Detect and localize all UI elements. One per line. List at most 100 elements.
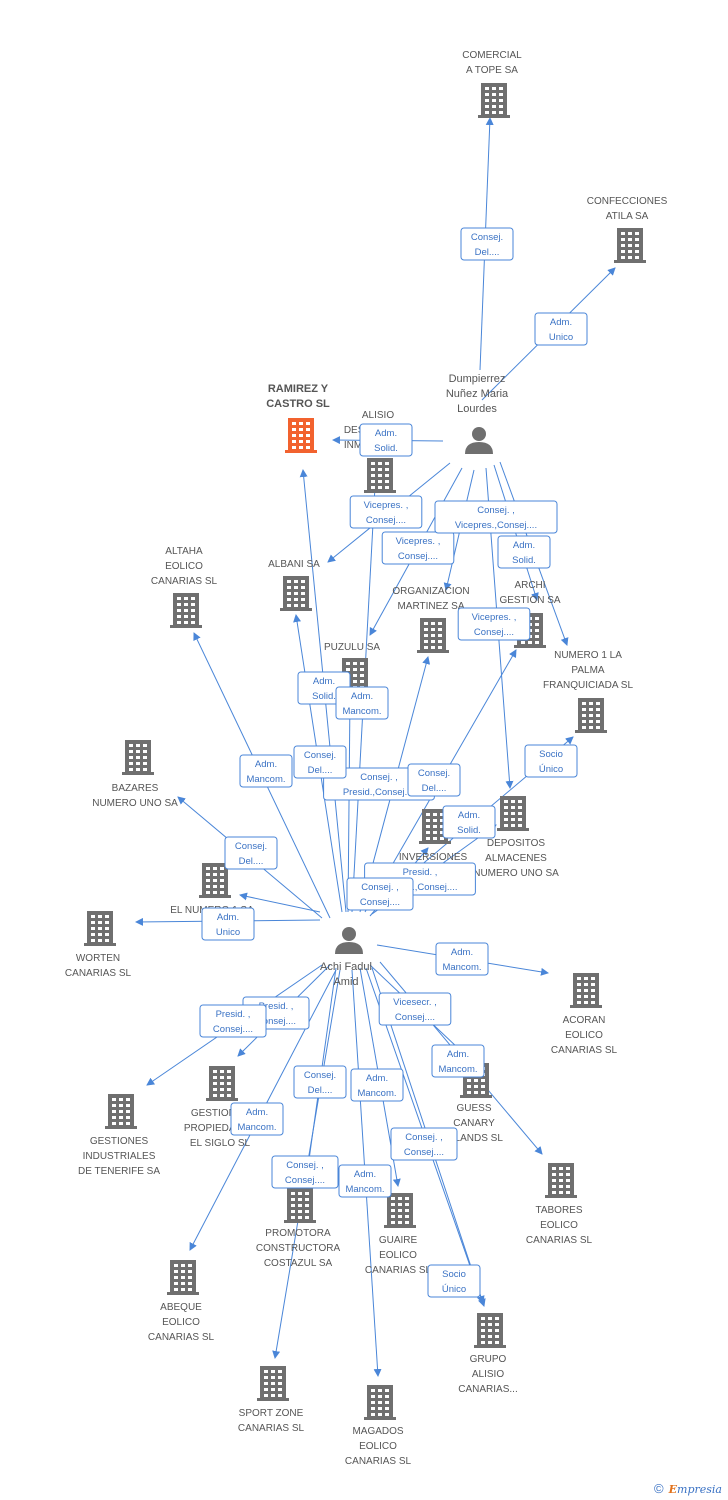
edge-label-line: Consej.... bbox=[360, 897, 400, 908]
edge-label-line: Adm. bbox=[550, 317, 572, 328]
edge-label-dumpierrez-depositos: Vicepres. , Consej.... bbox=[457, 607, 531, 641]
edge-label-line: Adm. bbox=[447, 1049, 469, 1060]
bazares-label-line: NUMERO UNO SA bbox=[92, 798, 178, 809]
edge-label-dumpierrez-organizacion: Consej. , Vicepres.,Consej.... bbox=[434, 500, 558, 534]
bazares-label-line: BAZARES bbox=[112, 783, 159, 794]
edge-label-achi-archi: Consej.Del.... bbox=[407, 763, 461, 797]
edge-label-line: Consej.... bbox=[395, 1012, 435, 1023]
edge-label-line: Presid.,Consej.... bbox=[343, 787, 415, 798]
edge-label-line: Del.... bbox=[308, 765, 333, 776]
guess-label-line: ISLANDS SL bbox=[445, 1133, 503, 1144]
edge-label-line: Adm. bbox=[513, 540, 535, 551]
tabores-label-line: CANARIAS SL bbox=[526, 1235, 593, 1246]
abeque-label-line: ABEQUE bbox=[160, 1302, 202, 1313]
building-icon bbox=[474, 1313, 506, 1348]
edge-achi-elnumero bbox=[239, 892, 321, 913]
edge-label-line: Consej. , bbox=[477, 505, 515, 516]
guaire-label-line: CANARIAS SL bbox=[365, 1265, 432, 1276]
person-icon bbox=[465, 427, 493, 454]
achi-label-line: Amid bbox=[333, 976, 358, 988]
edge-label-line: Mancom. bbox=[246, 774, 285, 785]
edge-label-line: Adm. bbox=[313, 676, 335, 687]
archi-label-line: GESTION SA bbox=[499, 595, 560, 606]
edge-label-achi-altaha: Adm. Mancom. bbox=[239, 754, 293, 788]
building-icon bbox=[280, 576, 312, 611]
edge-label-line: Vicepres. , bbox=[364, 500, 409, 511]
edge-label-line: Consej. bbox=[471, 232, 503, 243]
edge-label-line: Solid. bbox=[512, 555, 536, 566]
edge-label-line: Vicepres. , bbox=[472, 612, 517, 623]
organizacion-label-line: ORGANIZACION bbox=[392, 586, 469, 597]
guess-label-line: CANARY bbox=[453, 1118, 495, 1129]
edge-achi-puzulu bbox=[345, 694, 354, 913]
confecciones-label-line: ATILA SA bbox=[606, 211, 649, 222]
edge-label-line: Unico bbox=[216, 927, 240, 938]
comercial-label-line: COMERCIAL bbox=[462, 50, 522, 61]
edge-label-achi-acoran: Adm.Mancom. bbox=[435, 942, 489, 976]
building-icon bbox=[575, 698, 607, 733]
gestionesprop-label-line: GESTIONES bbox=[191, 1108, 250, 1119]
acoran-label-line: ACORAN bbox=[563, 1015, 606, 1026]
building-icon bbox=[364, 1385, 396, 1420]
gestionesind-label-line: INDUSTRIALES bbox=[83, 1151, 156, 1162]
edge-label-achi-puzulu: Adm.Mancom. bbox=[335, 686, 389, 720]
worten-label-line: WORTEN bbox=[76, 953, 120, 964]
guaire-label-line: GUAIRE bbox=[379, 1235, 418, 1246]
inversiones-label-line: INVERSIONES bbox=[399, 852, 468, 863]
edge-label-line: Del.... bbox=[308, 1085, 333, 1096]
comercial-label: COMERCIAL A TOPE SA bbox=[462, 50, 522, 76]
depositos-label-line: NUMERO UNO SA bbox=[473, 868, 559, 879]
edge-label-dumpierrez-albani: Vicepres. ,Consej.... bbox=[349, 495, 423, 529]
edge-label-line: Consej.... bbox=[213, 1024, 253, 1035]
acoran-label-line: CANARIAS SL bbox=[551, 1045, 618, 1056]
altaha-label-line: EOLICO bbox=[165, 561, 203, 572]
footer-brand: © Empresia bbox=[654, 1481, 722, 1496]
building-icon bbox=[570, 973, 602, 1008]
depositos-label-line: DEPOSITOS bbox=[487, 838, 545, 849]
edge-label-line: Único bbox=[539, 764, 563, 775]
guess-label-line: GUESS bbox=[456, 1103, 491, 1114]
grupo-label-line: CANARIAS... bbox=[458, 1384, 517, 1395]
edge-label-achi-organizacion: Consej.Del.... bbox=[293, 745, 347, 779]
edge-label-line: Consej.... bbox=[474, 627, 514, 638]
empresia-logo: Empresia bbox=[668, 1483, 722, 1496]
edge-label-achi-sportzone: Consej. ,Consej.... bbox=[271, 1155, 339, 1189]
comercial-label-line: A TOPE SA bbox=[466, 65, 518, 76]
building-icon bbox=[545, 1163, 577, 1198]
edge-label-line: Adm. bbox=[351, 691, 373, 702]
sportzone-label-line: CANARIAS SL bbox=[238, 1423, 305, 1434]
dumpierrez-label-line: Lourdes bbox=[457, 403, 497, 415]
gestionesprop-label-line: EL SIGLO SL bbox=[190, 1138, 251, 1149]
edge-label-achi-gestionesind: Presid. , Consej.... bbox=[199, 1004, 267, 1038]
edge-label-line: Adm. bbox=[255, 759, 277, 770]
numero1-label-line: PALMA bbox=[571, 665, 604, 676]
edge-label-dumpierrez-confecciones: Adm.Unico bbox=[534, 312, 588, 346]
edge-label-line: Vicepres.,Consej.... bbox=[455, 520, 537, 531]
archi-label-line: ARCHI bbox=[514, 580, 545, 591]
edge-label-line: Presid. , bbox=[216, 1009, 251, 1020]
numero1-label-line: FRANQUICIADA SL bbox=[543, 680, 633, 691]
building-icon bbox=[167, 1260, 199, 1295]
edge-label-line: Consej.... bbox=[398, 551, 438, 562]
archi-label: ARCHI GESTION SA bbox=[499, 580, 560, 606]
albani-label: ALBANI SA bbox=[268, 559, 320, 570]
ramirez-label-line: CASTRO SL bbox=[266, 398, 330, 410]
building-icon bbox=[285, 418, 317, 453]
puzulu-label: PUZULU SA bbox=[324, 642, 380, 653]
tabores-label-line: TABORES bbox=[535, 1205, 582, 1216]
edge-labels-layer: Consej.Del....Adm.UnicoAdm.Solid.Vicepre… bbox=[199, 227, 588, 1298]
building-icon bbox=[84, 911, 116, 946]
inversiones-label: INVERSIONES bbox=[399, 852, 468, 863]
building-icon bbox=[478, 83, 510, 118]
building-icon bbox=[384, 1193, 416, 1228]
albani-label-line: ALBANI SA bbox=[268, 559, 320, 570]
edge-label-achi-abeque: Adm.Mancom. bbox=[230, 1102, 284, 1136]
puzulu-label-line: PUZULU SA bbox=[324, 642, 380, 653]
